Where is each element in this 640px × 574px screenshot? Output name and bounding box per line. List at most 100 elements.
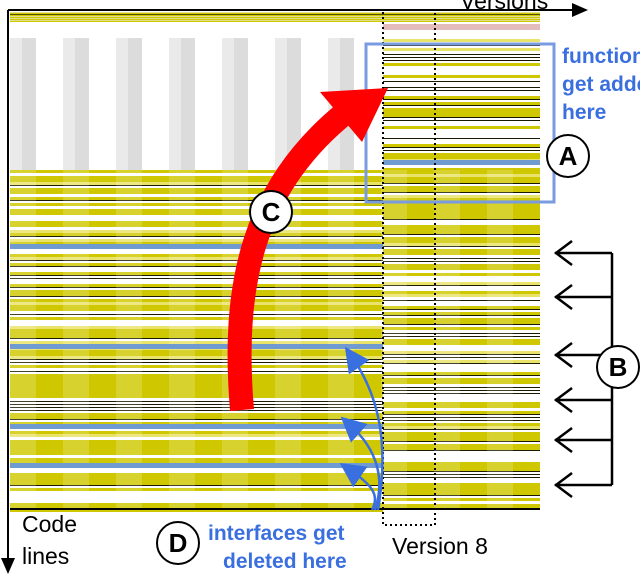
matrix-stripe [383,378,540,381]
matrix-stripe [383,375,540,376]
matrix-stripe [383,405,540,408]
matrix-stripe [10,503,383,506]
matrix-stripe [10,209,383,212]
matrix-stripe [383,351,540,354]
matrix-stripe [10,236,383,237]
matrix-stripe [10,275,383,276]
matrix-stripe [10,251,383,254]
matrix-stripe [383,423,540,426]
matrix-stripe [383,444,540,447]
matrix-stripe [383,177,540,180]
matrix-stripe [383,318,540,321]
matrix-stripe [10,368,383,371]
matrix-stripe [10,323,383,326]
matrix-stripe [383,480,540,483]
matrix-stripe [10,206,383,209]
matrix-stripe [383,117,540,118]
matrix-stripe [383,456,540,459]
matrix-stripe [10,281,383,284]
matrix-stripe [10,362,383,363]
matrix-stripe [10,311,383,314]
matrix-stripe [383,279,540,282]
version-8-marker-box [382,9,436,526]
matrix-stripe [10,230,383,233]
matrix-stripe [383,168,540,171]
matrix-stripe [383,63,540,66]
matrix-stripe [383,393,540,394]
deletion-arrow-1 [344,346,384,511]
matrix-stripe [10,218,383,221]
matrix-stripe [383,240,540,243]
matrix-stripe [181,38,195,170]
matrix-stripe [383,210,540,213]
matrix-stripe [10,392,383,395]
matrix-stripe [383,381,540,384]
matrix-stripe [116,38,142,170]
matrix-stripe [10,380,383,383]
matrix-stripe [383,267,540,270]
matrix-stripe [383,39,540,42]
matrix-stripe [10,509,383,512]
matrix-stripe [383,426,540,429]
matrix-stripe [10,458,383,461]
matrix-stripe [383,429,540,430]
matrix-stripe [383,438,540,441]
matrix-stripe [383,66,540,69]
matrix-stripe [10,350,383,353]
matrix-stripe [383,300,540,301]
matrix-stripe [383,495,540,496]
matrix-stripe [383,153,540,156]
matrix-stripe [10,332,383,335]
matrix-stripe [383,72,540,75]
matrix-stripe [383,390,540,391]
matrix-stripe [383,57,540,58]
matrix-stripe [383,489,540,492]
matrix-stripe [383,330,540,333]
matrix-stripe [383,246,540,247]
matrix-stripe [10,305,383,308]
matrix-stripe [383,282,540,285]
matrix-stripe [10,374,383,377]
matrix-stripe [383,465,540,468]
matrix-stripe [383,342,540,345]
code-line-matrix [10,12,540,512]
matrix-stripe [383,501,540,504]
matrix-stripe [383,420,540,421]
matrix-stripe [10,173,383,176]
matrix-stripe [10,191,383,194]
matrix-stripe [10,266,383,267]
matrix-stripe [383,402,540,405]
matrix-stripe [10,326,383,329]
matrix-stripe [383,192,540,193]
matrix-stripe [383,75,540,78]
matrix-stripe [10,320,383,323]
matrix-stripe [383,486,540,489]
matrix-stripe [10,335,383,338]
matrix-stripe [10,194,383,197]
matrix-stripe [383,132,540,135]
matrix-stripe [10,200,383,201]
matrix-stripe [10,179,383,182]
matrix-stripe [116,170,142,510]
y-axis-arrowhead [1,558,15,574]
matrix-stripe [383,504,540,507]
matrix-stripe [383,333,540,334]
matrix-stripe [383,171,540,174]
version-8-label: Version 8 [392,533,488,559]
matrix-stripe [383,477,540,478]
matrix-stripe [383,360,540,363]
matrix-stripe [383,165,540,168]
matrix-stripe [383,324,540,325]
matrix-stripe [383,396,540,399]
matrix-stripe [10,278,383,279]
matrix-stripe [10,365,383,368]
matrix-stripe [383,252,540,255]
matrix-stripe [10,473,383,476]
matrix-stripe [383,99,540,100]
matrix-stripe [10,260,383,261]
matrix-stripe [10,434,383,437]
matrix-stripe [169,38,195,170]
matrix-stripe [169,170,195,510]
matrix-stripe [383,90,540,91]
matrix-stripe [383,213,540,216]
